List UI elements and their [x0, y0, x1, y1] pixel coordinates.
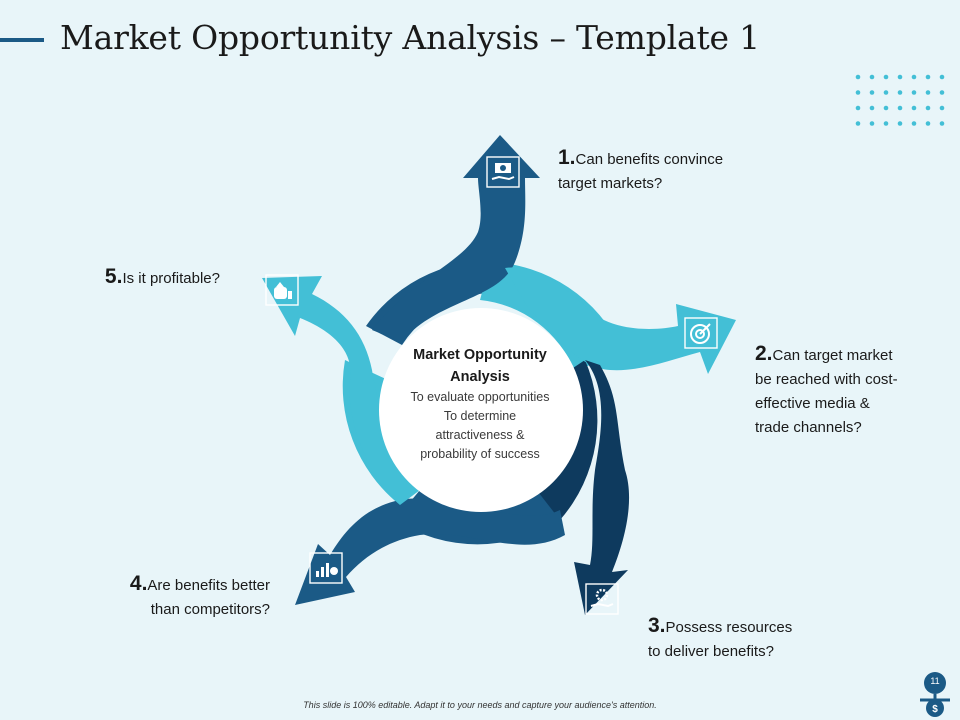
decoration-dot — [855, 105, 861, 111]
center-line-4: probability of success — [420, 447, 540, 461]
center-title-line1: Market Opportunity — [413, 347, 547, 363]
decoration-dot — [911, 105, 917, 111]
item-2-line2: be reached with cost- — [755, 371, 898, 388]
item-2-line1: Can target market — [772, 347, 893, 364]
item-3-text: 3.Possess resources to deliver benefits? — [648, 614, 848, 664]
decoration-dot — [855, 74, 861, 80]
item-1-text: 1.Can benefits convince target markets? — [558, 146, 778, 196]
decoration-dot — [911, 121, 917, 126]
arrow-1 — [372, 135, 540, 342]
decoration-dot — [869, 90, 875, 95]
item-4-line2: than competitors? — [150, 601, 270, 618]
item-5-number: 5. — [104, 265, 123, 288]
item-2-line4: trade channels? — [755, 419, 862, 436]
center-title-line2: Analysis — [450, 369, 510, 385]
decoration-dot — [925, 74, 931, 80]
decoration-dot — [897, 74, 903, 80]
decoration-dot — [925, 105, 931, 111]
item-4-number: 4. — [129, 572, 148, 595]
decoration-dot — [897, 105, 903, 111]
decoration-dot — [939, 105, 945, 111]
item-5-text: 5.Is it profitable? — [70, 265, 220, 291]
item-1-line1: Can benefits convince — [575, 151, 724, 168]
target-icon — [684, 317, 718, 349]
center-line-1: To evaluate opportunities — [410, 390, 550, 404]
decoration-dot — [869, 105, 875, 111]
gear-hand-icon — [585, 583, 619, 615]
decoration-dot — [869, 121, 875, 126]
page-number-badge: $ — [920, 672, 950, 717]
item-2-text: 2.Can target market be reached with cost… — [755, 342, 945, 440]
growth-chart-icon — [309, 552, 343, 584]
svg-text:$: $ — [932, 704, 938, 715]
center-label: Market Opportunity Analysis To evaluate … — [386, 344, 574, 464]
footer-note: This slide is 100% editable. Adapt it to… — [303, 700, 657, 710]
item-4-text: 4.Are benefits better than competitors? — [60, 572, 270, 622]
decoration-dot — [883, 105, 889, 111]
dot-grid-decoration — [855, 74, 945, 126]
decoration-dot — [883, 90, 889, 95]
item-3-line2: to deliver benefits? — [648, 643, 774, 660]
decoration-dot — [897, 90, 903, 95]
decoration-dot — [883, 121, 889, 126]
arrow-2 — [505, 267, 736, 374]
decoration-dot — [939, 74, 945, 80]
center-line-3: attractiveness & — [435, 428, 525, 442]
money-bag-icon — [265, 274, 299, 306]
decoration-dot — [925, 121, 931, 126]
center-circle — [379, 308, 583, 512]
item-1-number: 1. — [558, 146, 576, 169]
item-5-line1: Is it profitable? — [122, 270, 220, 287]
arrow-4 — [295, 498, 565, 605]
money-hand-icon — [486, 156, 520, 188]
decoration-dot — [911, 90, 917, 95]
page-title: Market Opportunity Analysis – Template 1 — [60, 18, 760, 57]
item-2-number: 2. — [755, 342, 773, 365]
arrow-5 — [262, 276, 420, 505]
decoration-dot — [925, 90, 931, 95]
arrow-3 — [574, 360, 630, 615]
decoration-dot — [939, 121, 945, 126]
decoration-dot — [939, 90, 945, 95]
page-number: 11 — [930, 676, 940, 686]
item-3-line1: Possess resources — [665, 619, 793, 636]
decoration-dot — [869, 74, 875, 80]
decoration-dot — [883, 74, 889, 80]
decoration-dot — [855, 90, 861, 95]
decoration-dot — [855, 121, 861, 126]
item-1-line2: target markets? — [558, 175, 663, 192]
item-2-line3: effective media & — [755, 395, 870, 412]
item-4-line1: Are benefits better — [147, 577, 270, 594]
title-accent-bar — [0, 38, 44, 42]
decoration-dot — [911, 74, 917, 80]
item-3-number: 3. — [648, 614, 666, 637]
decoration-dot — [897, 121, 903, 126]
center-line-2: To determine — [443, 409, 517, 423]
